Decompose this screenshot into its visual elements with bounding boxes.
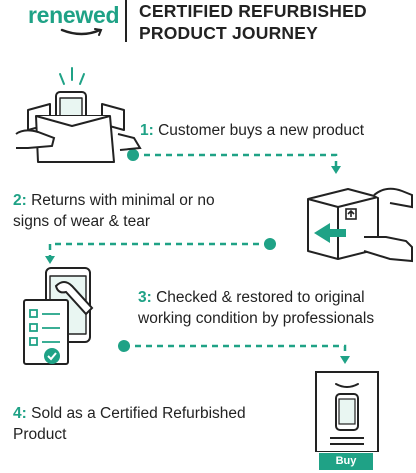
page-title-line1: CERTIFIED REFURBISHED — [139, 1, 367, 21]
step1-text: Customer buys a new product — [158, 122, 365, 139]
step2-text-line2: signs of wear & tear — [13, 213, 150, 230]
return-box-icon — [307, 187, 413, 263]
step3-text-line1: Checked & restored to original — [156, 289, 365, 306]
header-divider — [125, 0, 127, 42]
step4-number: 4: — [13, 405, 27, 422]
step2-arrowhead — [45, 256, 55, 264]
inspection-checklist-icon — [23, 267, 94, 365]
step1-arrowhead — [331, 166, 341, 174]
page-title: CERTIFIED REFURBISHED PRODUCT JOURNEY — [139, 0, 367, 44]
step3-node — [118, 340, 130, 352]
step4-description: 4: Sold as a Certified Refurbished Produ… — [13, 403, 246, 445]
phone-listing-icon — [315, 371, 379, 452]
buy-button[interactable]: Buy — [319, 453, 373, 470]
step1-node — [127, 149, 139, 161]
step4-text-line2: Product — [13, 426, 67, 443]
step4-text-line1: Sold as a Certified Refurbished — [31, 405, 246, 422]
page-title-line2: PRODUCT JOURNEY — [139, 23, 318, 43]
step3-number: 3: — [138, 289, 152, 306]
step2-text-line1: Returns with minimal or no — [31, 192, 215, 209]
step3-description: 3: Checked & restored to original workin… — [138, 287, 374, 329]
step3-arrowhead — [340, 356, 350, 364]
step2-node — [264, 238, 276, 250]
box-with-phone-icon — [15, 67, 142, 163]
step1-description: 1: Customer buys a new product — [140, 120, 364, 141]
logo-smile-icon — [60, 28, 103, 36]
step3-text-line2: working condition by professionals — [138, 310, 375, 327]
step1-number: 1: — [140, 122, 154, 139]
step2-description: 2: Returns with minimal or no signs of w… — [13, 190, 215, 232]
renewed-logo: renewed — [28, 2, 120, 28]
step2-number: 2: — [13, 192, 27, 209]
